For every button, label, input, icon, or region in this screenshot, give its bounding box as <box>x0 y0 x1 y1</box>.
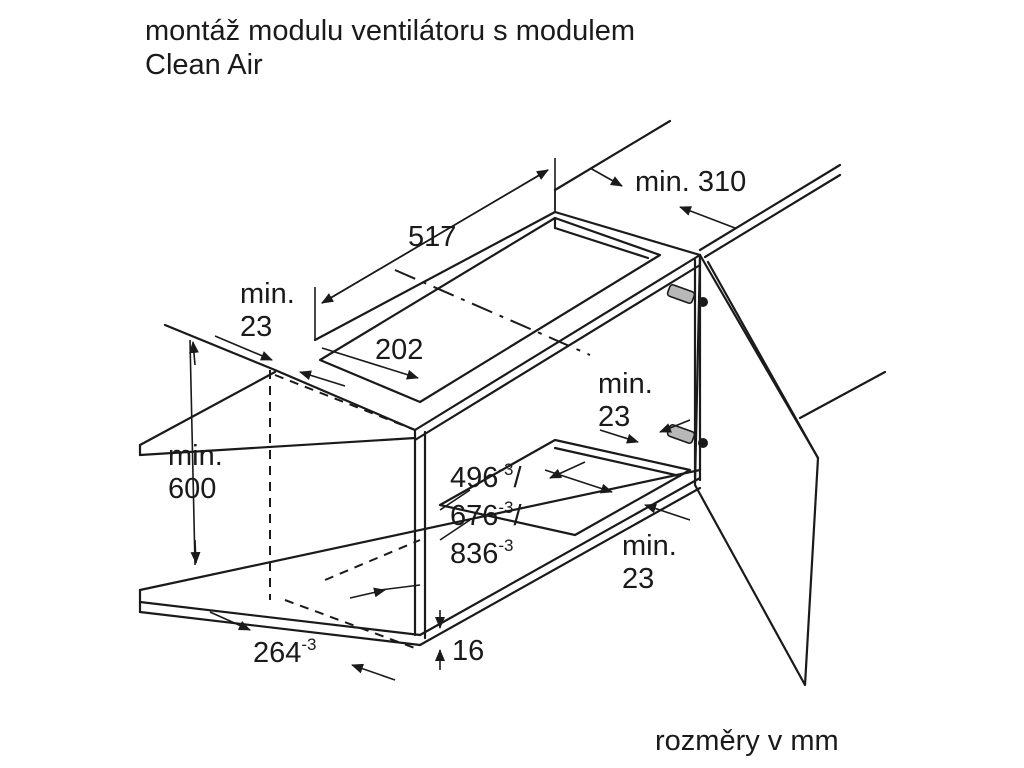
dimension-widths: 496-3/ 676-3/ 836-3 <box>439 460 613 570</box>
dimension-min-600: min. 600 <box>168 339 223 566</box>
diagram-title: montáž modulu ventilátoru s modulem Clea… <box>145 14 635 82</box>
label-min-23-bottom-a: min. <box>622 530 677 562</box>
dimension-202: 202 <box>321 334 423 380</box>
title-line-2: Clean Air <box>145 49 263 81</box>
label-min-23-left-b: 23 <box>240 311 272 343</box>
dimension-min-310: min. 310 <box>554 166 746 229</box>
cabinet-top <box>138 210 702 447</box>
label-min-23-right-a: min. <box>598 368 653 400</box>
label-496: 496-3/ <box>450 460 523 494</box>
dimension-517: 517 <box>314 158 556 340</box>
cabinet-sides <box>413 253 702 640</box>
hidden-lines <box>269 370 421 651</box>
label-836: 836-3 <box>450 536 514 570</box>
label-676: 676-3/ <box>450 498 523 532</box>
top-cutout <box>318 216 662 404</box>
dimension-min-23-bottom: min. 23 <box>622 503 691 595</box>
door-hinges <box>666 283 708 448</box>
dimension-16: 16 <box>435 610 484 670</box>
bottom-cutout <box>438 438 692 537</box>
front-rails <box>138 436 702 647</box>
center-line <box>394 269 591 356</box>
label-min-600-a: min. <box>168 440 223 472</box>
label-264: 264-3 <box>253 635 317 669</box>
label-16: 16 <box>452 635 484 667</box>
dimension-264: 264-3 <box>209 584 421 681</box>
wall-edge-lines <box>553 119 887 420</box>
label-min-310: min. 310 <box>635 166 746 198</box>
label-min-23-bottom-b: 23 <box>622 563 654 595</box>
title-line-1: montáž modulu ventilátoru s modulem <box>145 15 636 47</box>
cabinet-door <box>693 253 820 687</box>
units-note: rozměry v mm <box>655 725 839 757</box>
dimension-min-23-right: min. 23 <box>598 368 691 444</box>
label-min-23-left-a: min. <box>240 278 295 310</box>
label-517: 517 <box>408 221 456 253</box>
dimension-min-23-left: min. 23 <box>214 278 346 387</box>
label-min-23-right-b: 23 <box>598 401 630 433</box>
label-202: 202 <box>375 334 423 366</box>
label-min-600-b: 600 <box>168 473 216 505</box>
